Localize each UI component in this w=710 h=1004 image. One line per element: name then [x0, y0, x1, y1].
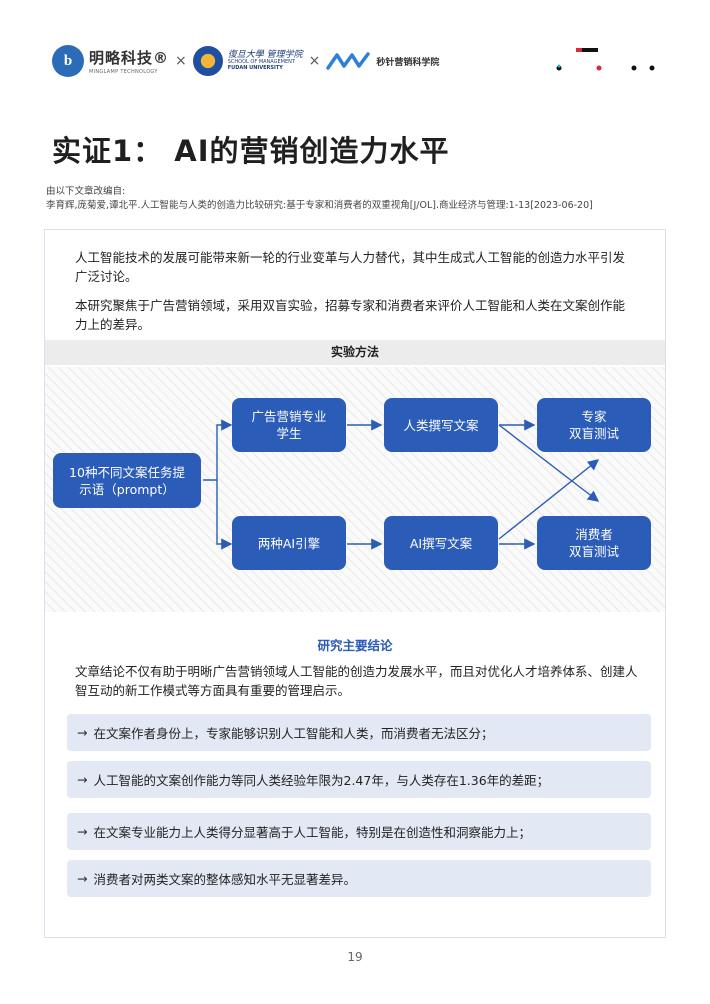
- header-logo-bar: b 明略科技® MINGLAMP TECHNOLOGY × 復旦大學 管理学院 …: [52, 44, 439, 78]
- source-line-2: 李育辉,庞菊爱,谭北平.人工智能与人类的创造力比较研究:基于专家和消费者的双重视…: [46, 200, 593, 211]
- minglamp-logo-mark: b: [52, 45, 84, 77]
- method-section-header: 实验方法: [45, 340, 665, 365]
- fudan-univ-en: FUDAN UNIVERSITY: [227, 64, 283, 71]
- right-arrow-icon: →: [77, 772, 88, 787]
- node-expert-line2: 双盲测试: [568, 426, 619, 441]
- node-human-copy: 人类撰写文案: [384, 398, 498, 452]
- page-title: 实证1： AI的营销创造力水平: [52, 134, 450, 168]
- miaozhen-name: 秒针营销科学院: [376, 57, 440, 68]
- source-citation: 由以下文章改编自: 李育辉,庞菊爱,谭北平.人工智能与人类的创造力比较研究:基于…: [46, 185, 593, 213]
- node-ai-copy: AI撰写文案: [384, 516, 498, 570]
- times-separator-2: ×: [308, 53, 321, 69]
- flow-arrows: [203, 419, 600, 550]
- fudan-seal-icon: [192, 46, 223, 76]
- arrow-aicopy-to-expert: [498, 459, 600, 540]
- method-flow-diagram: 10种不同文案任务提 示语（prompt） 广告营销专业 学生 两种AI引擎 人…: [45, 367, 665, 612]
- fudan-logo-text: 復旦大學 管理学院 SCHOOL OF MANAGEMENT FUDAN UNI…: [227, 50, 303, 71]
- node-expert-test: 专家 双盲测试: [537, 398, 651, 452]
- node-expert-line1: 专家: [581, 409, 607, 424]
- node-students-line1: 广告营销专业: [251, 409, 327, 424]
- node-prompt-line2: 示语（prompt）: [79, 481, 175, 497]
- arrow-prompt-to-ai: [216, 480, 233, 550]
- miaozhen-logo-icon: [326, 52, 371, 70]
- node-ai-engines: 两种AI引擎: [232, 516, 346, 570]
- minglamp-name-cn: 明略科技®: [89, 49, 170, 67]
- node-prompt-line1: 10种不同文案任务提: [69, 464, 185, 480]
- arrow-prompt-to-students: [203, 419, 233, 481]
- node-consumer-line1: 消费者: [575, 527, 613, 542]
- node-students: 广告营销专业 学生: [232, 398, 346, 452]
- decorative-dots-icon: [556, 48, 655, 71]
- finding-item: → 在文案作者身份上，专家能够识别人工智能和人类，而消费者无法区分；: [67, 714, 651, 751]
- minglamp-logo-text: 明略科技® MINGLAMP TECHNOLOGY: [89, 47, 169, 75]
- fudan-name-cn: 復旦大學 管理学院: [227, 50, 303, 61]
- right-arrow-icon: →: [77, 824, 88, 839]
- page-number: 19: [347, 950, 363, 964]
- node-prompt: 10种不同文案任务提 示语（prompt）: [53, 453, 201, 508]
- finding-text: 人工智能的文案创作能力等同人类经验年限为2.47年，与人类存在1.36年的差距；: [93, 773, 550, 788]
- node-consumer-line2: 双盲测试: [568, 544, 619, 559]
- content-card: 人工智能技术的发展可能带来新一轮的行业变革与人力替代，其中生成式人工智能的创造力…: [44, 229, 666, 938]
- source-line-1: 由以下文章改编自:: [46, 186, 126, 197]
- right-arrow-icon: →: [77, 725, 88, 740]
- intro-paragraph-1: 人工智能技术的发展可能带来新一轮的行业变革与人力替代，其中生成式人工智能的创造力…: [75, 250, 626, 284]
- finding-item: → 消费者对两类文案的整体感知水平无显著差异。: [67, 860, 651, 897]
- finding-text: 在文案专业能力上人类得分显著高于人工智能，特别是在创造性和洞察能力上；: [93, 825, 531, 840]
- fudan-school-en: SCHOOL OF MANAGEMENT: [227, 59, 295, 66]
- intro-paragraph-2: 本研究聚焦于广告营销领域，采用双盲实验，招募专家和消费者来评价人工智能和人类在文…: [75, 298, 626, 332]
- right-arrow-icon: →: [77, 871, 88, 886]
- times-separator-1: ×: [175, 53, 187, 69]
- node-students-line2: 学生: [276, 426, 302, 441]
- conclusion-text: 文章结论不仅有助于明晰广告营销领域人工智能的创造力发展水平，而且对优化人才培养体…: [75, 664, 638, 698]
- finding-item: → 在文案专业能力上人类得分显著高于人工智能，特别是在创造性和洞察能力上；: [67, 813, 651, 850]
- node-consumer-test: 消费者 双盲测试: [537, 516, 651, 570]
- arrow-human-to-consumer: [498, 424, 600, 502]
- finding-item: → 人工智能的文案创作能力等同人类经验年限为2.47年，与人类存在1.36年的差…: [67, 761, 651, 798]
- minglamp-name-en: MINGLAMP TECHNOLOGY: [89, 69, 158, 75]
- conclusion-title: 研究主要结论: [317, 638, 393, 653]
- finding-text: 消费者对两类文案的整体感知水平无显著差异。: [93, 872, 356, 887]
- finding-text: 在文案作者身份上，专家能够识别人工智能和人类，而消费者无法区分；: [93, 726, 494, 741]
